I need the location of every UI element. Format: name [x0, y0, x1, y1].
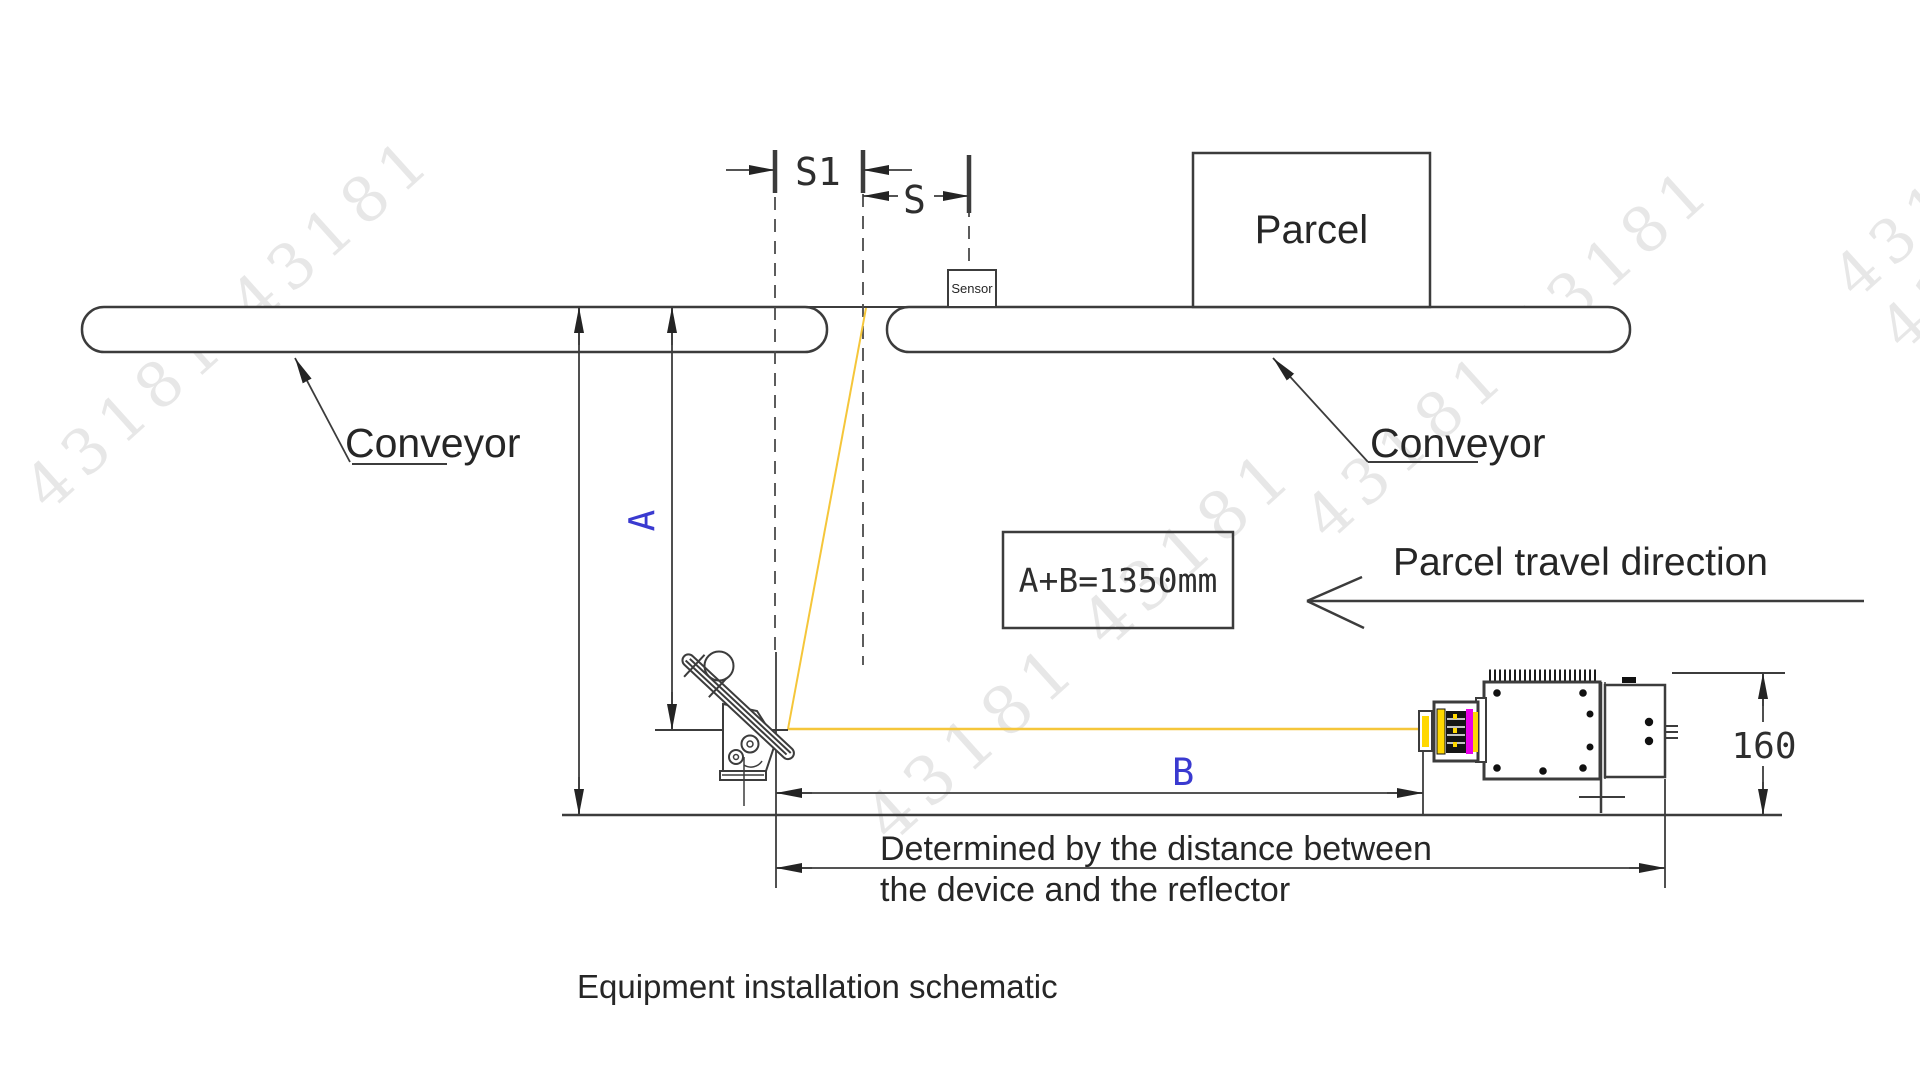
leader-conveyor-right [1272, 357, 1478, 463]
a-plus-b-box [1001, 530, 1235, 630]
scanner-assembly [1418, 669, 1678, 813]
leader-conveyor-left [294, 357, 447, 465]
parcel-label: Parcel [1254, 207, 1369, 252]
conveyor-left-label: Conveyor [345, 420, 521, 466]
sensor-box [947, 269, 997, 308]
conveyor-right-shape [885, 305, 1632, 354]
dimension-160 [1672, 672, 1785, 815]
dimension-a [655, 307, 788, 731]
reflector-assembly [681, 650, 795, 806]
a-dimension-label: A [622, 509, 664, 532]
laser-beam [787, 307, 1421, 731]
b-dimension-label: B [1172, 751, 1195, 794]
distance-note-line2: the device and the reflector [880, 871, 1291, 909]
s1-dimension-label: S1 [795, 150, 841, 194]
scanner-bracket [1603, 683, 1667, 779]
distance-note-line1: Determined by the distance between [880, 830, 1432, 868]
reflector-ring [703, 650, 735, 682]
height-160-label: 160 [1731, 726, 1797, 767]
travel-direction-arrow [1306, 575, 1864, 630]
s-dimension-label: S [903, 178, 926, 222]
schematic-title: Equipment installation schematic [577, 968, 1058, 1005]
scanner-body [1482, 680, 1602, 781]
a-plus-b-label: A+B=1350mm [1018, 560, 1218, 600]
conveyor-right-label: Conveyor [1370, 420, 1546, 466]
parcel-box [1191, 151, 1432, 309]
travel-direction-label: Parcel travel direction [1393, 541, 1768, 584]
conveyor-left-shape [80, 305, 829, 354]
sensor-label: Sensor [951, 281, 993, 296]
